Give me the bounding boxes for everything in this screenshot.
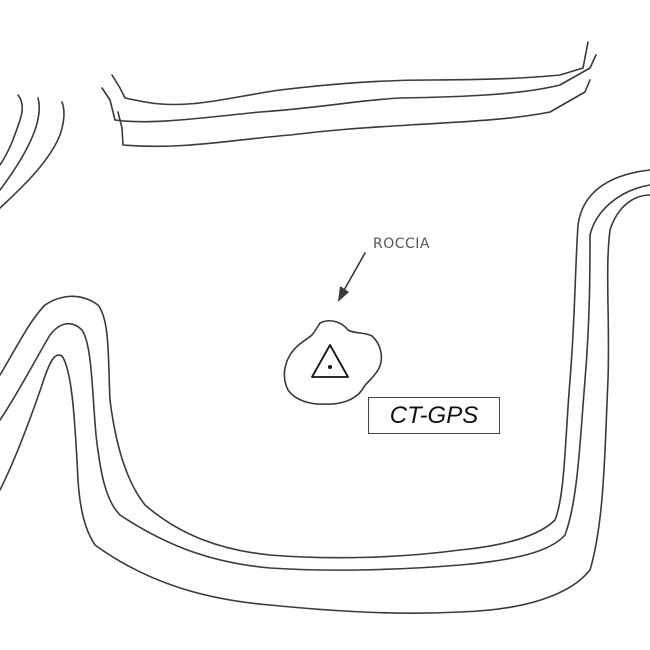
station-label: CT-GPS — [368, 397, 500, 434]
contour-u-shape — [0, 169, 650, 614]
arrow-icon — [338, 252, 366, 302]
rock-outline — [283, 320, 383, 405]
contour-top-left — [0, 94, 65, 209]
contour-top-band — [101, 41, 597, 148]
triangle-dot-icon — [311, 344, 349, 378]
rock-annotation: ROCCIA — [373, 236, 430, 252]
